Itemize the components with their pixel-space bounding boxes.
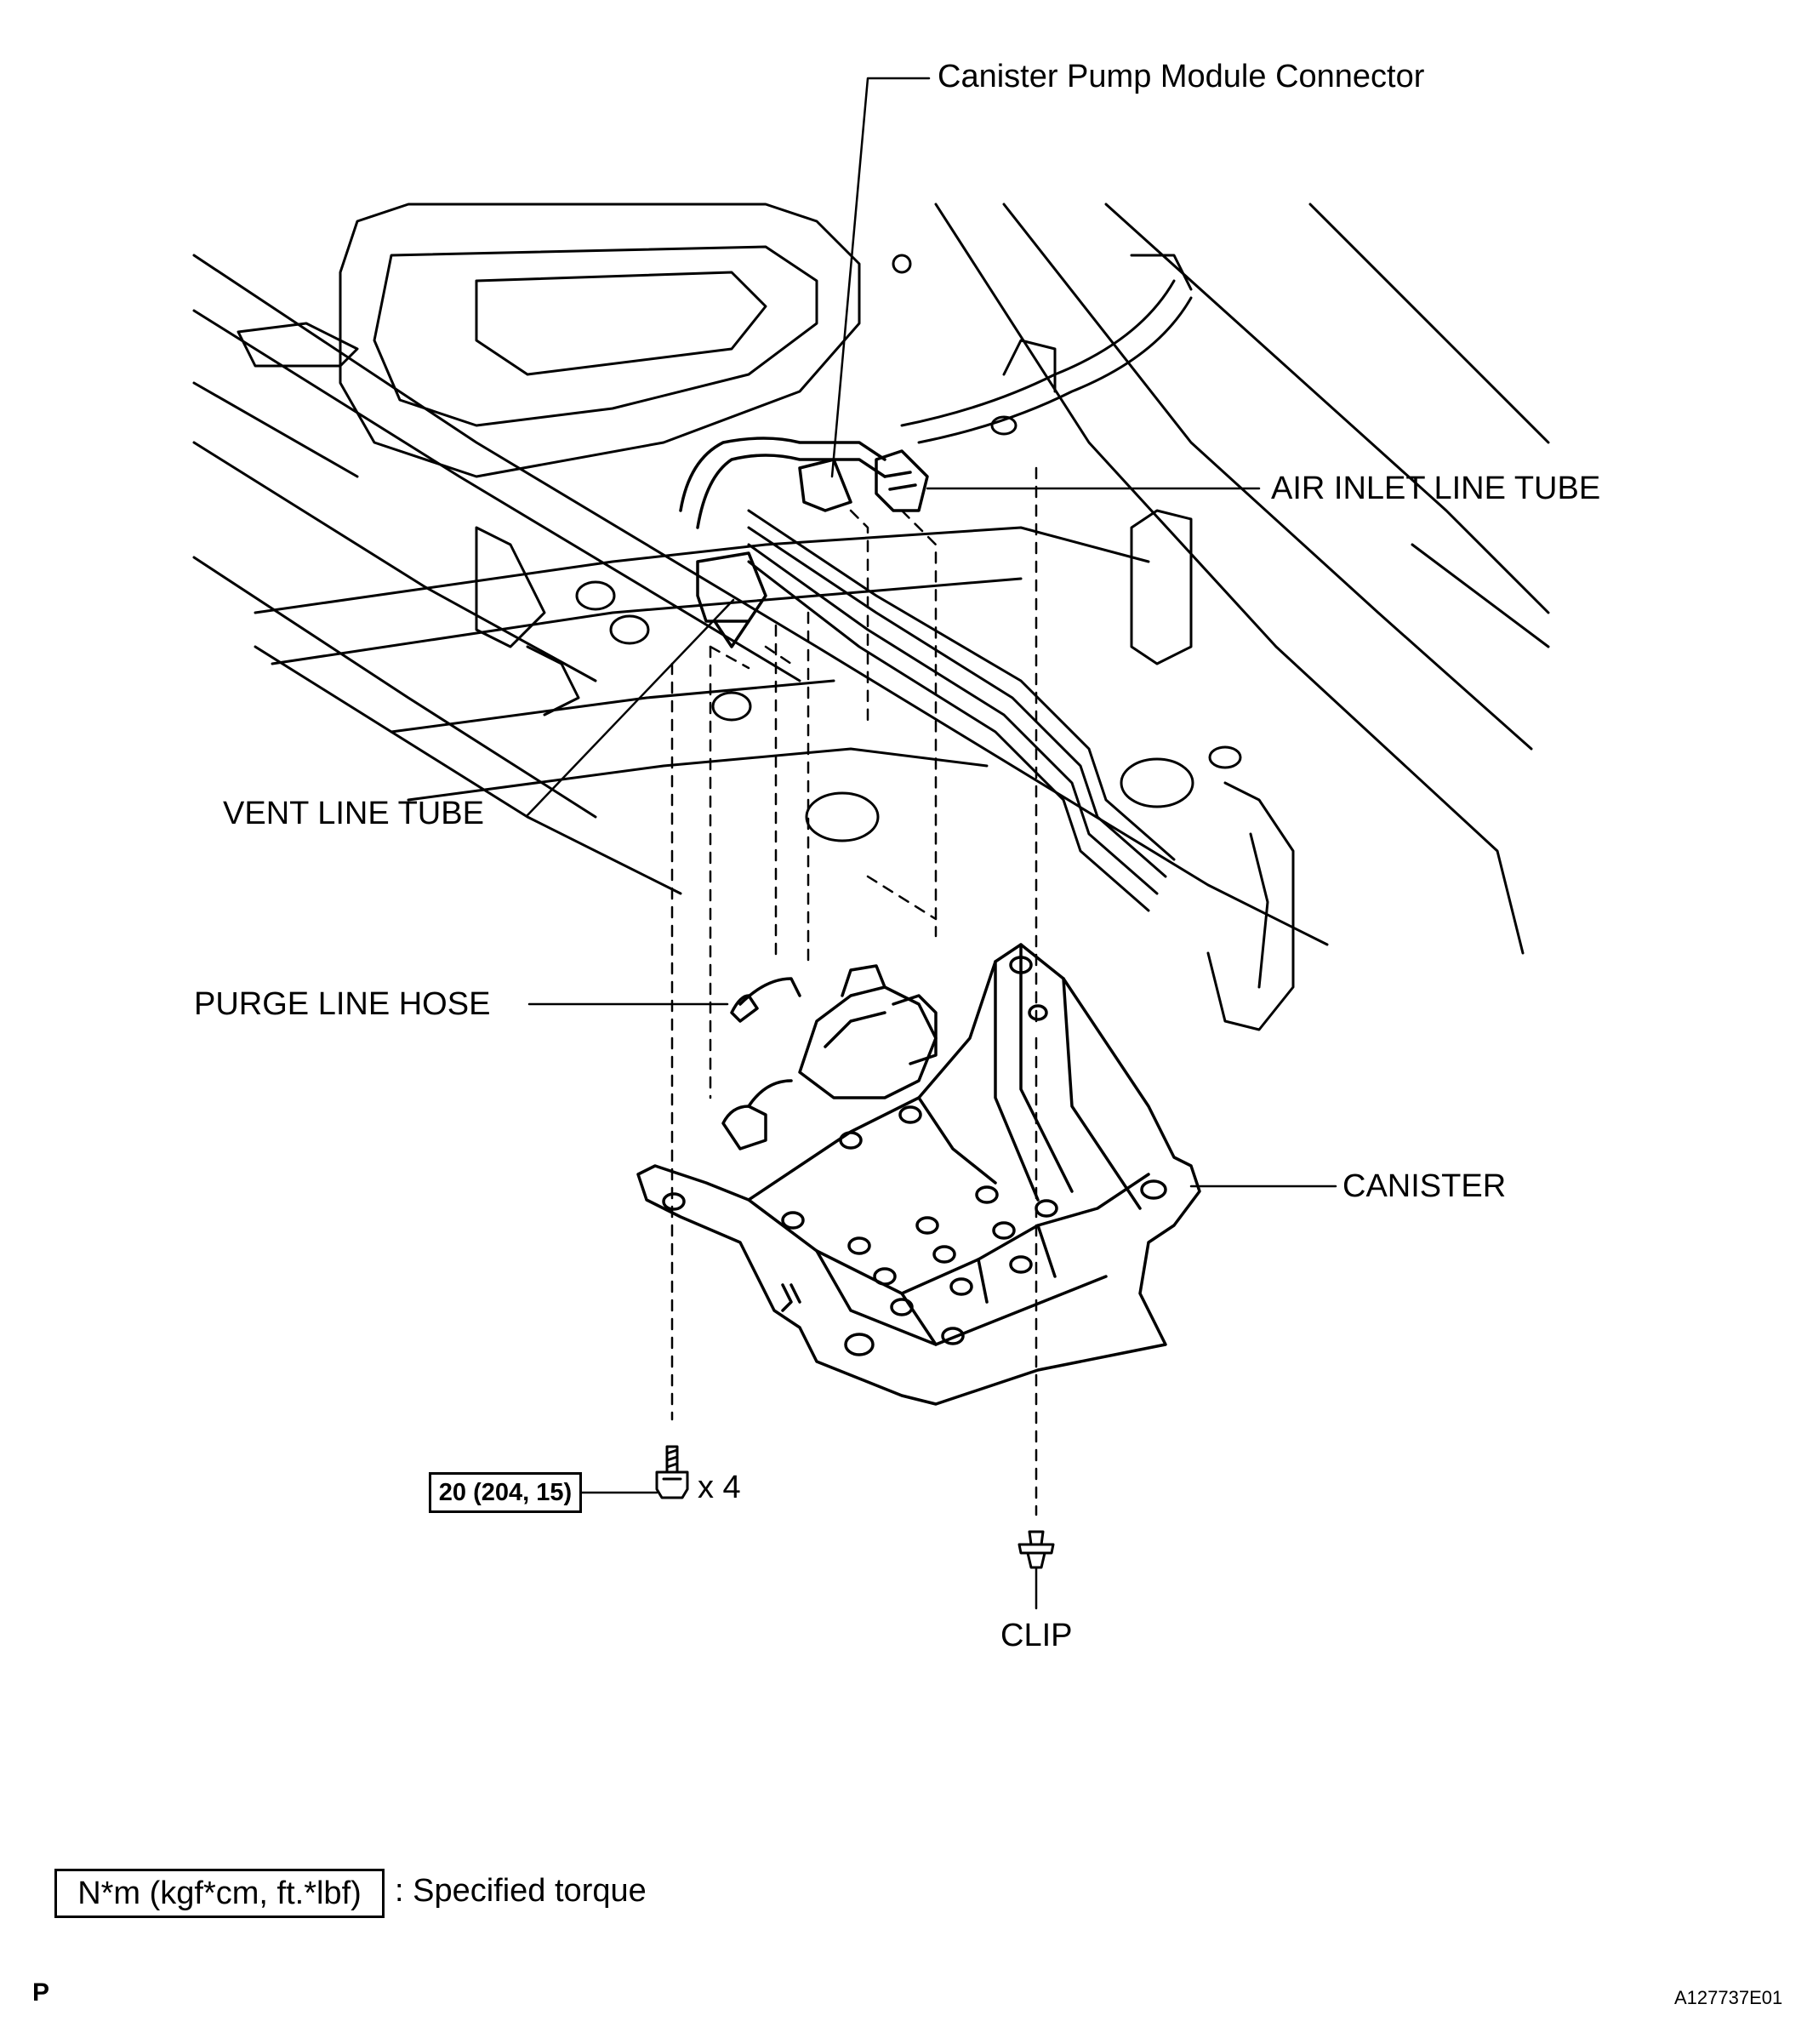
vent-line-tube-label: VENT LINE TUBE xyxy=(223,796,484,831)
leader-lines xyxy=(526,77,1337,1610)
clip-label: CLIP xyxy=(1000,1618,1073,1653)
torque-units-legend-box: N*m (kgf*cm, ft.*lbf) xyxy=(54,1869,385,1918)
clip-part xyxy=(1018,1530,1055,1569)
line-tubes xyxy=(679,437,929,648)
bolt xyxy=(655,1445,689,1499)
air-inlet-line-tube-label: AIR INLET LINE TUBE xyxy=(1271,471,1601,506)
bolt-quantity-label: x 4 xyxy=(698,1470,741,1505)
page-letter: P xyxy=(32,1978,50,2007)
torque-legend-description: : Specified torque xyxy=(395,1873,647,1909)
canister-label: CANISTER xyxy=(1342,1168,1507,1204)
canister-body xyxy=(636,943,1201,1406)
purge-line-hose-label: PURGE LINE HOSE xyxy=(194,986,491,1022)
figure-id: A127737E01 xyxy=(1674,1987,1783,2008)
torque-spec-box: 20 (204, 15) xyxy=(429,1472,582,1513)
alignment-guides xyxy=(670,466,1038,1516)
vehicle-underbody xyxy=(192,203,1550,1031)
canister-pump-module-connector-label: Canister Pump Module Connector xyxy=(938,59,1425,94)
